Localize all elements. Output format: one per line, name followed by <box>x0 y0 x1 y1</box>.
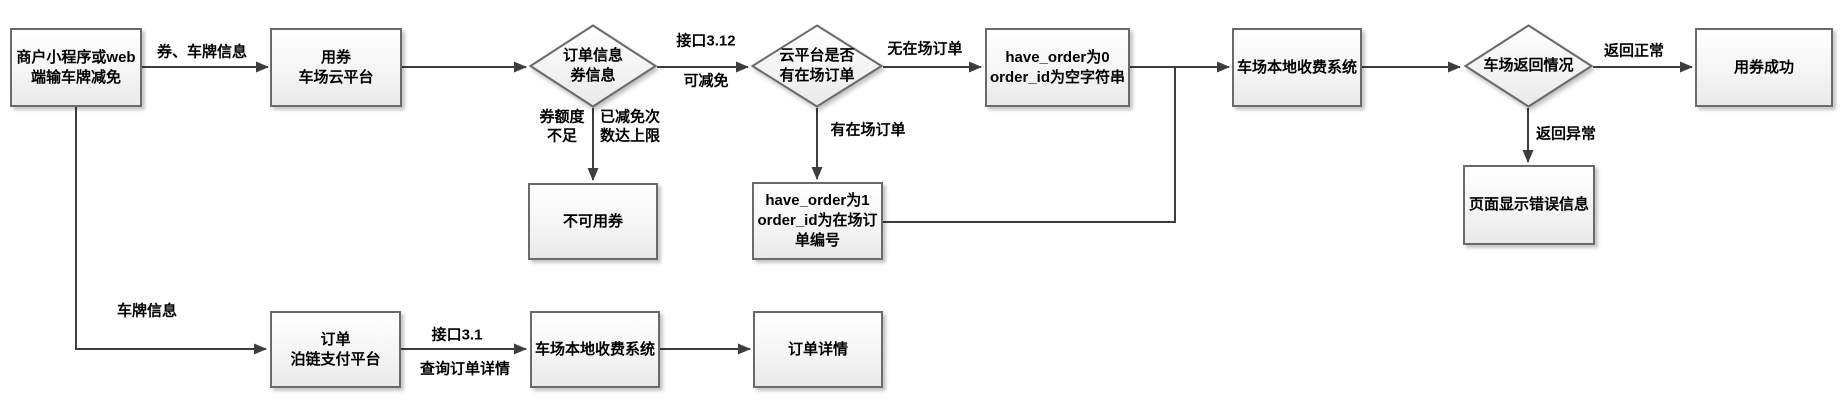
box-have-order-1: have_order为1 order_id为在场订 单编号 <box>752 182 883 260</box>
connector-merchant-to-order-bolian <box>75 107 267 355</box>
edge-label-coupon-plate-info: 券、车牌信息 <box>156 43 248 61</box>
connector-have-order-1-join <box>883 68 1176 223</box>
edge-label-has-onsite-order: 有在场订单 <box>830 121 906 139</box>
box-parking-local-fee-system-top: 车场本地收费系统 <box>1232 28 1362 107</box>
edge-label-no-onsite-order: 无在场订单 <box>887 40 963 58</box>
edge-label-return-normal: 返回正常 <box>1603 42 1665 60</box>
edge-label-quota-insufficient: 券额度 不足 <box>539 108 585 144</box>
edge-label-api-3-1: 接口3.1 <box>431 326 483 344</box>
diamond-parking-return-check: 车场返回情况 <box>1464 24 1593 108</box>
box-order-detail: 订单详情 <box>753 311 883 388</box>
box-order-bolian-payment: 订单 泊链支付平台 <box>270 311 401 388</box>
box-have-order-0: have_order为0 order_id为空字符串 <box>985 28 1130 107</box>
edge-label-api-3-12: 接口3.12 <box>676 32 736 50</box>
diamond-order-coupon-check: 订单信息 券信息 <box>529 24 657 108</box>
box-parking-local-fee-system-bottom: 车场本地收费系统 <box>530 311 660 388</box>
box-coupon-cloud-platform: 用券 车场云平台 <box>270 28 402 107</box>
box-merchant-web-input: 商户小程序或web 端输车牌减免 <box>10 28 142 107</box>
diamond-shape <box>529 24 657 108</box>
box-page-error-message: 页面显示错误信息 <box>1463 165 1595 245</box>
diamond-shape <box>1464 24 1593 108</box>
edge-label-query-order-detail: 查询订单详情 <box>419 360 511 378</box>
edge-label-return-abnormal: 返回异常 <box>1535 125 1597 143</box>
diamond-cloud-onsite-order-check-label: 云平台是否 有在场订单 <box>779 47 855 84</box>
diamond-cloud-onsite-order-check: 云平台是否 有在场订单 <box>751 24 883 108</box>
box-coupon-success: 用券成功 <box>1695 28 1833 107</box>
box-coupon-unavailable: 不可用券 <box>528 183 658 260</box>
edge-label-deductible: 可减免 <box>683 72 729 90</box>
edge-label-deduction-limit-reached: 已减免次 数达上限 <box>599 108 661 144</box>
diamond-shape <box>751 24 883 108</box>
diamond-parking-return-check-label: 车场返回情况 <box>1483 57 1574 75</box>
edge-label-plate-info: 车牌信息 <box>116 302 178 320</box>
diamond-order-coupon-check-label: 订单信息 券信息 <box>562 47 623 84</box>
